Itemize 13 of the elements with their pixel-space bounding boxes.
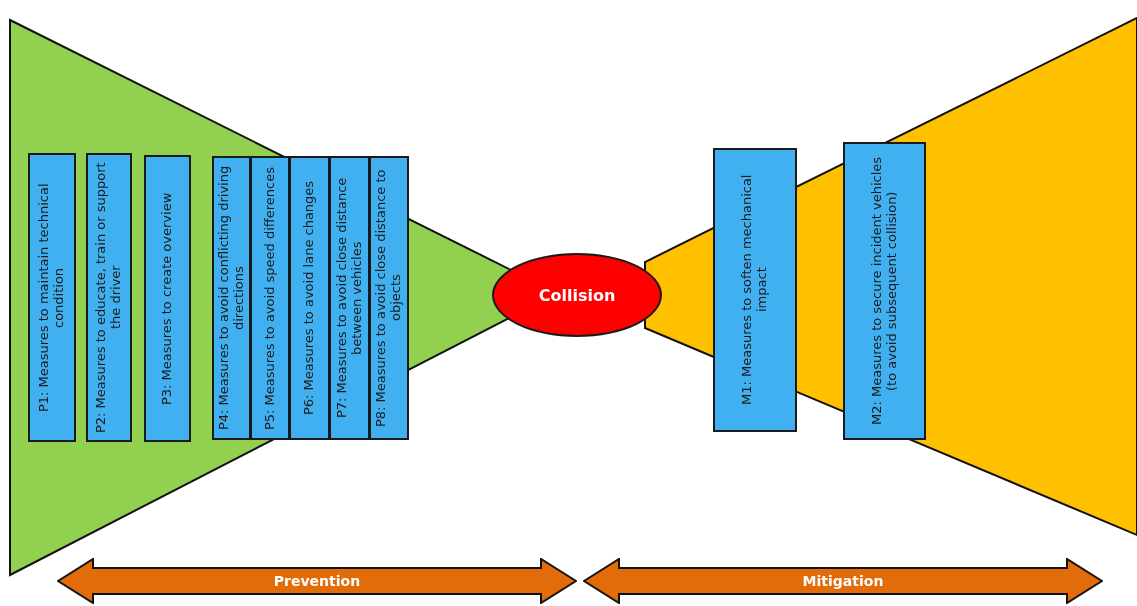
measure-box: P5: Measures to avoid speed differences [250,156,290,440]
measure-box: P8: Measures to avoid close distance to objects [369,156,409,440]
measure-box: P2: Measures to educate, train or support the driver [86,153,132,442]
measure-box: P1: Measures to maintain technical condition [28,153,76,442]
measure-box: P4: Measures to avoid conflicting driving directions [212,156,251,440]
event-ellipse: Collision [492,253,662,337]
measure-box: M1: Measures to soften mechanical impact [713,148,797,432]
measure-box: P7: Measures to avoid close distance between vehicles [329,156,370,440]
measure-box: M2: Measures to secure incident vehicles (to avoid subsequent collision) [843,142,926,440]
double-arrow: Prevention [57,558,577,604]
measure-box: P3: Measures to create overview [144,155,191,442]
double-arrow: Mitigation [583,558,1103,604]
measure-box: P6: Measures to avoid lane changes [289,156,330,440]
